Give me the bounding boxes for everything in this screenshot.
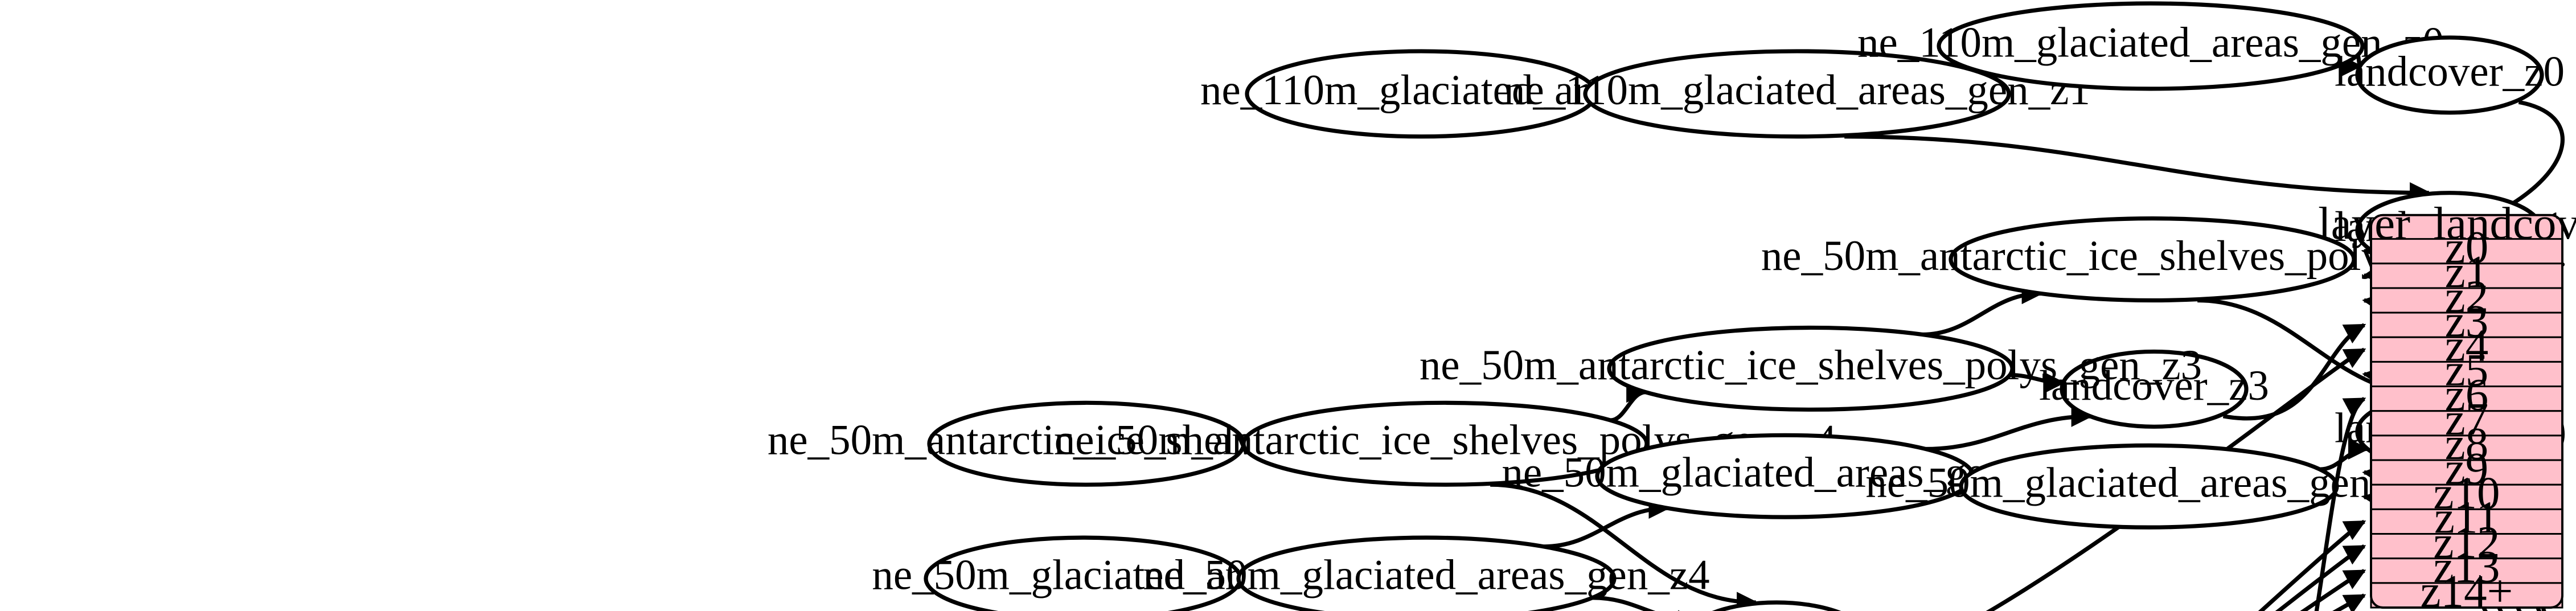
node-ellipse (1583, 49, 2011, 139)
node-label: ne_50m_antarctic_ice_shelves_polys_gen_z… (1420, 342, 2202, 389)
node-label: landcover_z0 (2335, 48, 2565, 95)
table-row-z0[interactable] (2370, 238, 2563, 265)
node-label: ne_110m_glaciated_areas_gen_z0 (1857, 19, 2444, 66)
edge-ne_50m_glaciated_areas_gen_z3-to-landcover_z3 (1925, 405, 2093, 452)
node-ne_50m_antarctic_ice_shelves_polys_gen_z3[interactable]: ne_50m_antarctic_ice_shelves_polys_gen_z… (1420, 325, 2202, 412)
edge-ne_50m_antarctic_ice_shelves_polys_gen_z3-to-ne_50m_antarctic_ice_shelves_polys_gen_z2 (1922, 282, 2044, 337)
table-border (2370, 214, 2563, 609)
node-landcover_z4[interactable]: landcover_z4 (1662, 600, 1892, 611)
table-row-z5[interactable] (2370, 360, 2563, 388)
node-ne_50m_glaciated_areas_gen_z4[interactable]: ne_50m_glaciated_areas_gen_z4 (1143, 535, 1710, 611)
edge-ne_50m_antarctic_ice_shelves_polys_gen_z4-to-landcover_z4 (1490, 482, 1758, 611)
layer-landcover-table: layer_landcoverz0z1z2z3z4z5z6z7z8z9z10z1… (2318, 198, 2576, 611)
node-ellipse (1236, 535, 1617, 611)
node-ellipse (1949, 216, 2356, 303)
table-row-z6[interactable] (2370, 386, 2563, 412)
node-layer: imposm3osm_landcover_polygonsimplify_vw_… (768, 1, 2565, 611)
node-ellipse (2355, 35, 2544, 115)
node-label: ne_50m_glaciated_areas_gen_z4 (1143, 551, 1709, 598)
edge-ne_50m_glaciated_areas_gen_z4-to-ne_50m_glaciated_areas_gen_z3 (1543, 497, 1670, 549)
node-ne_110m_glaciated_areas[interactable]: ne_110m_glaciated_areas (1200, 49, 1642, 139)
edge-osm_landcover_gen_z11-to-table-z11 (2258, 519, 2366, 611)
node-ne_50m_glaciated_areas_gen_z2[interactable]: ne_50m_glaciated_areas_gen_z2 (1865, 443, 2433, 530)
node-ellipse (1712, 600, 1841, 611)
node-label: ne_110m_glaciated_areas (1200, 67, 1642, 114)
node-ne_110m_glaciated_areas_gen_z0[interactable]: ne_110m_glaciated_areas_gen_z0 (1857, 1, 2444, 91)
edge-ne_50m_glaciated_areas_gen_z2-to-landcover_z2 (2319, 438, 2370, 471)
edge-ne_110m_glaciated_areas_gen_z1-to-landcover_z1 (1844, 134, 2431, 204)
node-ellipse (1241, 400, 1649, 487)
table-row-z13[interactable] (2370, 557, 2563, 584)
node-ellipse (2060, 349, 2249, 429)
node-label: ne_50m_glaciated_areas_gen_z2 (1865, 460, 2432, 507)
table-row-label: z14+ (2421, 565, 2513, 611)
node-ne_50m_glaciated_areas[interactable]: ne_50m_glaciated_areas (872, 535, 1294, 611)
edge-ne_50m_antarctic_ice_shelves_polys_gen_z3-to-landcover_z3 (2009, 372, 2066, 393)
table-row-z4[interactable] (2370, 336, 2563, 363)
node-landcover_z0[interactable]: landcover_z0 (2335, 35, 2565, 115)
edge-ne_50m_glaciated_areas_gen_z4-to-landcover_z4 (1592, 596, 1700, 611)
node-label: landcover_z3 (2039, 362, 2269, 409)
node-label: ne_50m_glaciated_areas (872, 551, 1294, 598)
node-ellipse (1959, 443, 2339, 530)
edge-ne_50m_antarctic_ice_shelves_polys_gen_z4-to-ne_50m_antarctic_ice_shelves_polys_gen_z3 (1610, 381, 1648, 423)
node-ne_50m_glaciated_areas_gen_z3[interactable]: ne_50m_glaciated_areas_gen_z3 (1502, 433, 2069, 519)
edge-landcover_z6-to-table-z6 (2314, 396, 2366, 611)
node-ne_110m_glaciated_areas_gen_z1[interactable]: ne_110m_glaciated_areas_gen_z1 (1504, 49, 2090, 139)
node-ellipse (1607, 325, 2015, 412)
node-ellipse (1937, 1, 2365, 91)
node-landcover_z3[interactable]: landcover_z3 (2039, 349, 2269, 429)
